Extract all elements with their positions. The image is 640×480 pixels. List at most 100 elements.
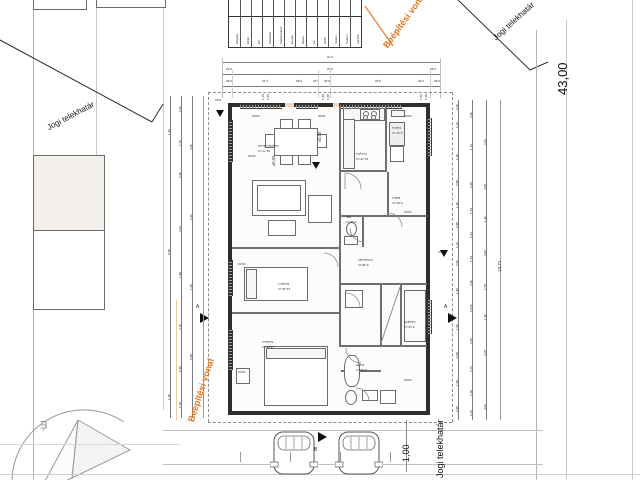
refrigerator [389,122,405,146]
extension-line [318,70,319,98]
bed-room2-pillow [266,348,326,359]
right-dimension: 3,40 [483,138,487,145]
left-dimension: 3,20 [189,143,193,150]
neighbour-outline [96,0,166,8]
top-small-dimension: 0,90 [321,93,325,100]
left-dimension: 1,40 [167,128,171,135]
neighbour-building [33,230,105,310]
legal-boundary-line-left [0,39,164,123]
terrace-outline [208,422,452,423]
pantry-shelf [391,110,405,117]
left-dimension: 1,65 [189,283,193,290]
door-opening-marker [333,103,339,107]
schedule-col-label: Helyiség [236,34,239,44]
dimension-line [222,74,440,75]
room-area: 3,10 m² [404,325,415,330]
right-dimension: 1,20 [483,215,487,222]
dining-chair [298,119,311,129]
right-dimension: 1,00 [455,241,459,248]
section-marker-bottom [318,432,327,442]
interior-wall [387,172,389,216]
level-marker: ±0,00 [318,114,326,119]
room-label: Fürdő [356,363,365,368]
window-band-top-mid [296,104,318,109]
room-area: 6,18 m² [356,368,367,373]
right-dimension: 0,90 [469,111,473,118]
section-marker-left [200,313,209,323]
room-label: Közlekedő [358,258,373,263]
washing-machine [380,390,396,404]
interior-wall [362,217,364,247]
level-marker: ±0,00 [238,370,246,375]
interior-wall [341,345,427,347]
schedule-col-label: Szoba 2 [346,34,349,44]
terrace-outline [208,92,209,422]
schedule-col-label: Előtér [247,37,250,44]
legal-boundary-label-bottom: Jogi telekhatár [435,419,445,478]
schedule-col-label: Nappali-étkező [280,26,283,44]
building-line-label-left: Beépítési vonal [186,357,216,424]
terrace-outline [208,92,452,93]
right-dimension: 1,80 [483,313,487,320]
right-dimension: 1,75 [483,283,487,290]
right-dimension: 2,38 [469,389,473,396]
right-dimension: 1,65 [455,379,459,386]
interior-wall [385,107,387,172]
interior-wall [400,285,402,345]
dimension-line [406,420,407,472]
right-dimension: 1,70 [469,143,473,150]
right-dimension: 0,65 [455,221,459,228]
right-overall-dimension: 14,71 [497,260,502,273]
right-dimension: 1,00 [455,121,459,128]
right-dimension: 1,78 [469,207,473,214]
door-swing-arcs [323,172,403,402]
section-label-left: A [196,304,200,310]
left-dimension: 1,35 [167,393,171,400]
right-dimension: 1,90 [455,323,459,330]
top-dimension: 1,55 [418,79,425,84]
right-dimension: 0,12 [469,231,473,238]
top-dimension: 0,90 [296,79,303,84]
dimension-line [192,96,193,418]
exterior-wall-top [228,103,430,107]
window-band-right [427,300,432,334]
schedule-col-label: Konyha [291,35,294,44]
dimension-line [472,100,473,420]
top-small-dimension: 2,45 [266,93,270,100]
neighbour-building [33,0,87,10]
site-line [0,444,180,445]
setback-dimension: 1,00 [401,444,411,462]
schedule-col-label: Fürdő [324,37,327,44]
interior-wall [341,215,427,217]
door-opening-marker [285,103,294,107]
left-dimension: 2,10 [178,323,182,330]
right-dimension: 3,00 [483,403,487,410]
extension-line [330,70,331,98]
top-small-dimension: 0,38 [326,93,330,100]
bathtub [344,355,360,387]
site-line [0,474,640,475]
right-dimension: 0,90 [455,259,459,266]
section-label-bottom: B [314,447,318,453]
left-dimension: 0,90 [178,171,182,178]
dining-table [274,128,318,156]
interior-wall [341,170,387,172]
kitchen-counter-side [343,119,355,169]
extension-line [430,70,431,98]
interior-wall [232,312,340,314]
dimension-line [181,96,182,418]
north-compass-rose [11,409,132,480]
level-marker: ±0,00 [248,154,256,159]
site-line [536,30,537,480]
level-marker-center: ±0,00 [317,131,322,142]
legal-boundary-line-right [457,0,549,71]
right-dimension: 0,90 [469,279,473,286]
level-arrow [440,250,448,257]
room-area: 10,15 m² [356,157,369,162]
room-label: Kamra [392,126,402,131]
top-small-dimension: 1,55 [424,93,428,100]
right-dimension: 0,90 [455,405,459,412]
room-area: 34,77 m² [258,149,271,154]
interior-wall [232,247,340,249]
